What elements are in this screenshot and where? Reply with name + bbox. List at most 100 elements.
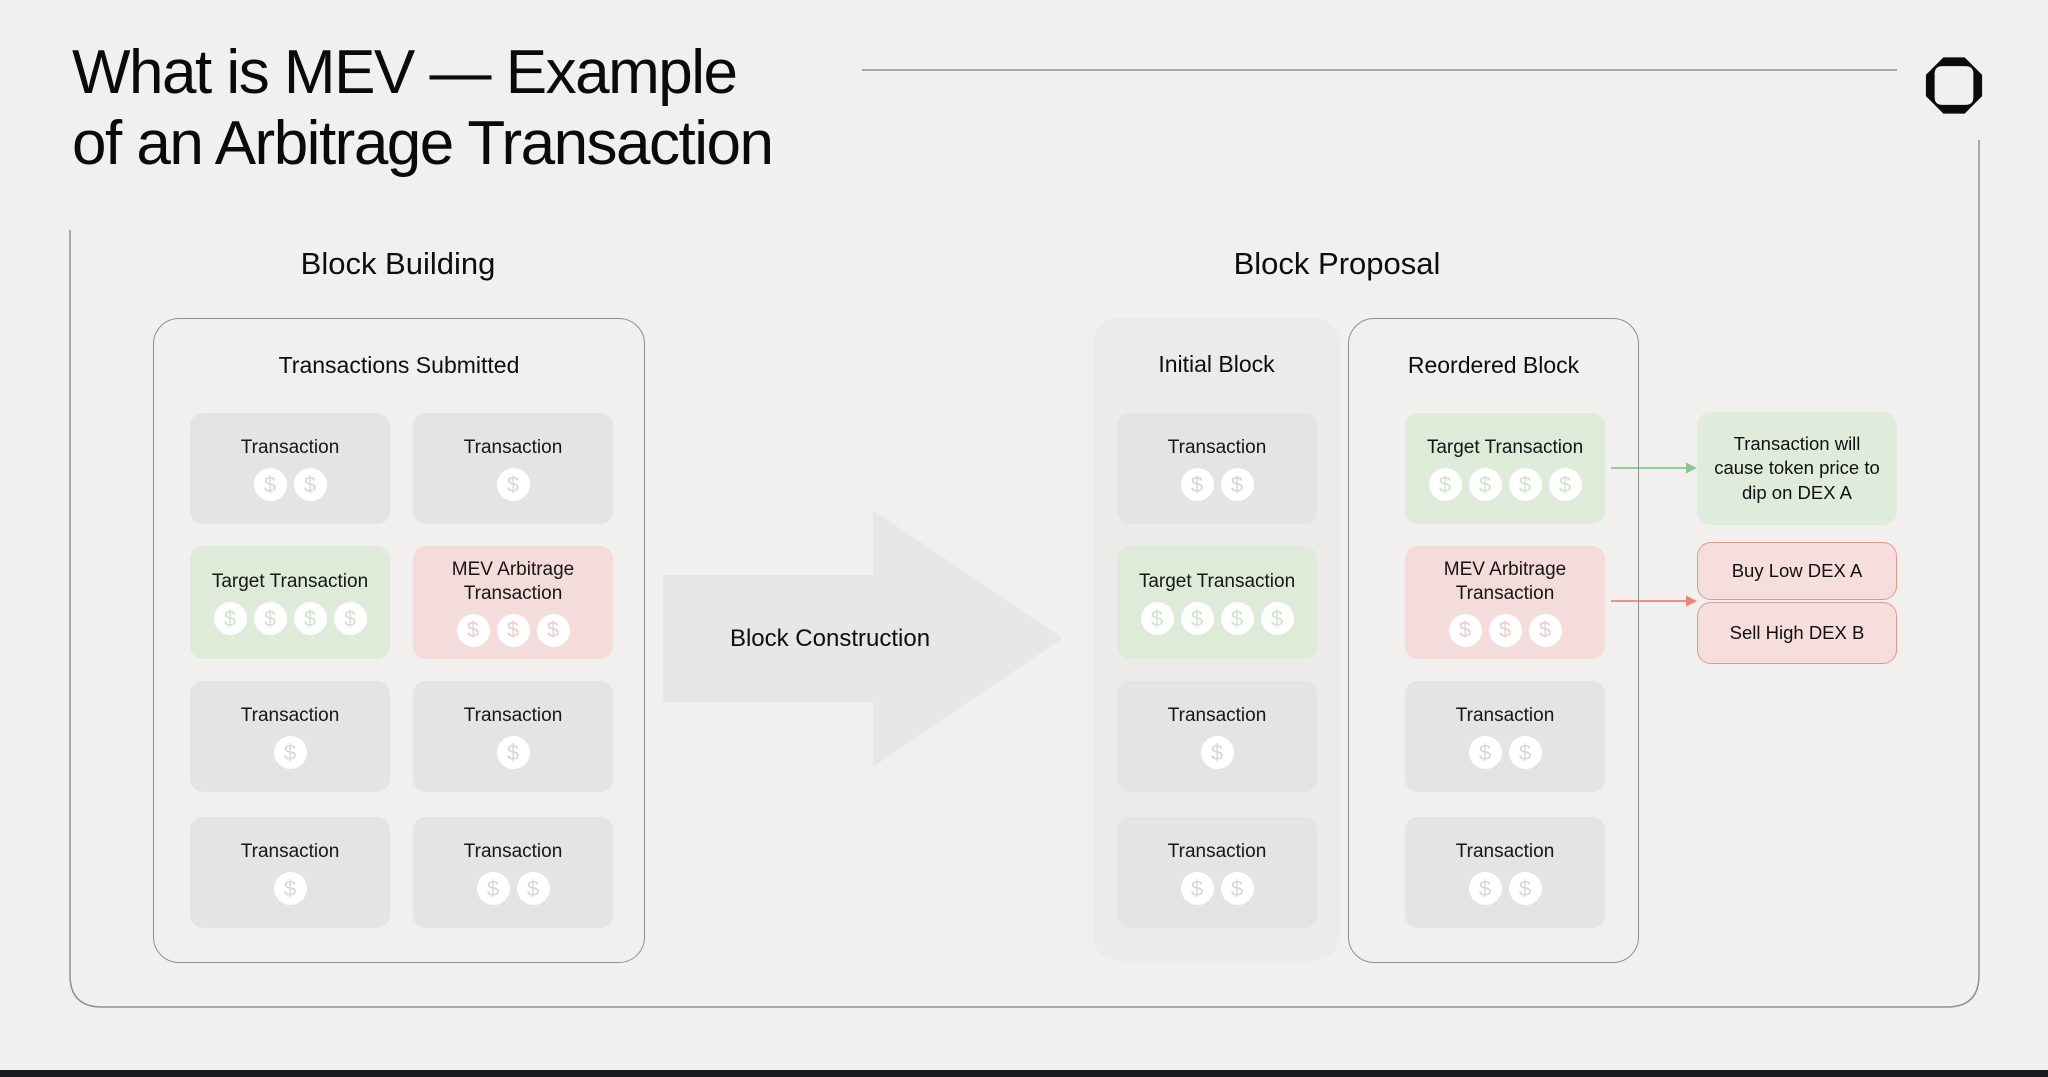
dollar-coin-icon: $ <box>1140 602 1174 636</box>
dollar-coin-icon: $ <box>1468 468 1502 502</box>
dollar-coin-icon: $ <box>456 613 490 647</box>
dollar-coin-icon: $ <box>1488 613 1522 647</box>
mev-arbitrage-card: MEV Arbitrage Transaction $$$ <box>1405 546 1605 659</box>
block-construction-label: Block Construction <box>729 624 931 652</box>
dollar-coin-icon: $ <box>293 602 327 636</box>
coin-row: $$$ <box>456 613 570 647</box>
transaction-card: Transaction $ <box>413 413 613 524</box>
transaction-card: Transaction $ <box>190 681 390 792</box>
transaction-card: Transaction $ <box>190 817 390 928</box>
transactions-submitted-title: Transactions Submitted <box>278 352 520 378</box>
sell-high-note: Sell High DEX B <box>1697 602 1897 664</box>
transaction-card: Transaction $$ <box>1405 817 1605 928</box>
card-label: Transaction <box>463 436 563 458</box>
dollar-coin-icon: $ <box>333 602 367 636</box>
dollar-coin-icon: $ <box>273 736 307 770</box>
bottom-bar <box>0 1070 2048 1077</box>
transaction-card: Transaction $$ <box>190 413 390 524</box>
block-construction-arrow <box>663 510 1063 767</box>
coin-row: $$ <box>476 872 550 906</box>
octagon-logo-icon <box>1925 57 1983 114</box>
transaction-card: Transaction $$ <box>1117 817 1317 928</box>
transaction-card: Transaction $$ <box>1405 681 1605 792</box>
dollar-coin-icon: $ <box>1468 736 1502 770</box>
card-label: Transaction <box>1455 704 1555 726</box>
card-label: MEV Arbitrage Transaction <box>1443 559 1567 604</box>
dollar-coin-icon: $ <box>536 613 570 647</box>
card-label: Transaction <box>463 704 563 726</box>
card-label: Transaction <box>1167 436 1267 458</box>
dollar-coin-icon: $ <box>253 602 287 636</box>
target-transaction-card: Target Transaction $$$$ <box>1117 546 1317 659</box>
dollar-coin-icon: $ <box>496 613 530 647</box>
transaction-card: Transaction $$ <box>413 817 613 928</box>
reordered-block-title: Reordered Block <box>1407 352 1580 378</box>
dollar-coin-icon: $ <box>273 872 307 906</box>
coin-row: $$ <box>1468 872 1542 906</box>
coin-row: $$$$ <box>1140 602 1294 636</box>
mev-arbitrage-card: MEV Arbitrage Transaction $$$ <box>413 546 613 659</box>
transaction-card: Transaction $ <box>1117 681 1317 792</box>
transactions-submitted-box: Transactions Submitted <box>153 318 645 963</box>
dollar-coin-icon: $ <box>1220 872 1254 906</box>
coin-row: $$ <box>253 468 327 502</box>
coin-row: $ <box>496 736 530 770</box>
dollar-coin-icon: $ <box>1220 602 1254 636</box>
card-label: Transaction <box>240 704 340 726</box>
transaction-card: Transaction $ <box>413 681 613 792</box>
card-label: Transaction <box>1455 840 1555 862</box>
dollar-coin-icon: $ <box>1528 613 1562 647</box>
coin-row: $$ <box>1180 872 1254 906</box>
sell-high-note-text: Sell High DEX B <box>1729 621 1865 643</box>
red-annotation-arrow <box>1611 595 1697 607</box>
dollar-coin-icon: $ <box>213 602 247 636</box>
dollar-coin-icon: $ <box>516 872 550 906</box>
coin-row: $ <box>1200 736 1234 770</box>
price-dip-note: Transaction will cause token price to di… <box>1697 412 1897 525</box>
dollar-coin-icon: $ <box>1180 602 1214 636</box>
dollar-coin-icon: $ <box>1428 468 1462 502</box>
dollar-coin-icon: $ <box>253 468 287 502</box>
card-label: Transaction <box>1167 704 1267 726</box>
card-label: Target Transaction <box>1138 570 1296 592</box>
coin-row: $$ <box>1180 468 1254 502</box>
buy-low-note-text: Buy Low DEX A <box>1731 559 1863 581</box>
green-annotation-arrow <box>1611 462 1697 474</box>
card-label: MEV Arbitrage Transaction <box>451 559 575 604</box>
dollar-coin-icon: $ <box>1200 736 1234 770</box>
target-transaction-card: Target Transaction $$$$ <box>190 546 390 659</box>
coin-row: $$$$ <box>213 602 367 636</box>
section-header-block-building: Block Building <box>300 246 496 281</box>
dollar-coin-icon: $ <box>1508 872 1542 906</box>
dollar-coin-icon: $ <box>1180 468 1214 502</box>
dollar-coin-icon: $ <box>1548 468 1582 502</box>
dollar-coin-icon: $ <box>1468 872 1502 906</box>
card-label: Target Transaction <box>211 570 369 592</box>
page-title: What is MEV — Example of an Arbitrage Tr… <box>72 38 774 178</box>
section-header-block-proposal: Block Proposal <box>1233 246 1441 281</box>
dollar-coin-icon: $ <box>476 872 510 906</box>
card-label: Target Transaction <box>1426 436 1584 458</box>
card-label: Transaction <box>463 840 563 862</box>
reordered-block-box: Reordered Block <box>1348 318 1639 963</box>
dollar-coin-icon: $ <box>496 468 530 502</box>
dollar-coin-icon: $ <box>1220 468 1254 502</box>
coin-row: $ <box>273 872 307 906</box>
card-label: Transaction <box>240 436 340 458</box>
dollar-coin-icon: $ <box>1260 602 1294 636</box>
buy-low-note: Buy Low DEX A <box>1697 542 1897 600</box>
coin-row: $$$$ <box>1428 468 1582 502</box>
coin-row: $$ <box>1468 736 1542 770</box>
dollar-coin-icon: $ <box>496 736 530 770</box>
coin-row: $ <box>496 468 530 502</box>
coin-row: $ <box>273 736 307 770</box>
dollar-coin-icon: $ <box>1180 872 1214 906</box>
card-label: Transaction <box>1167 840 1267 862</box>
dollar-coin-icon: $ <box>1448 613 1482 647</box>
dollar-coin-icon: $ <box>293 468 327 502</box>
transaction-card: Transaction $$ <box>1117 413 1317 524</box>
initial-block-title: Initial Block <box>1158 351 1275 377</box>
target-transaction-card: Target Transaction $$$$ <box>1405 413 1605 524</box>
dollar-coin-icon: $ <box>1508 736 1542 770</box>
